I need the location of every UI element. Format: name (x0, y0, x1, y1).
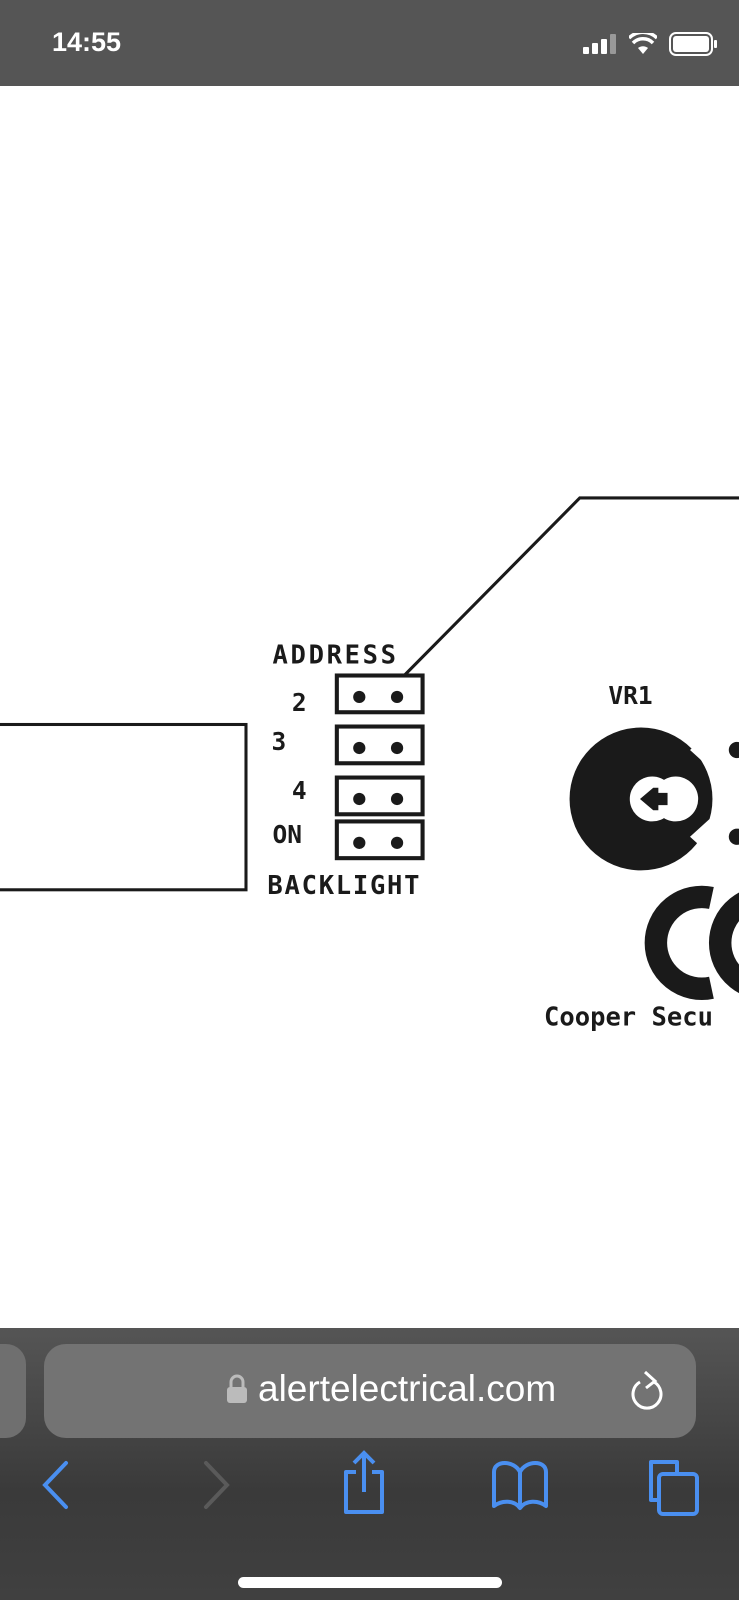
jumper-label-2: 2 (292, 688, 307, 717)
address-bar[interactable]: alertelectrical.com (44, 1344, 696, 1438)
address-label: ADDRESS (273, 640, 397, 670)
clock: 14:55 (52, 27, 122, 57)
lock-icon (227, 1374, 247, 1403)
wifi-icon (629, 33, 657, 54)
jumper-2 (334, 673, 425, 715)
potentiometer-vr1 (569, 727, 739, 871)
bookmarks-button[interactable] (490, 1460, 550, 1512)
jumper-label-4: 4 (292, 776, 307, 805)
vr1-label: VR1 (608, 681, 652, 710)
tabs-button[interactable] (645, 1458, 701, 1516)
previous-tab-preview[interactable] (0, 1344, 26, 1438)
home-indicator[interactable] (238, 1577, 502, 1588)
leader-line (403, 496, 739, 677)
status-bar: 14:55 (0, 0, 739, 86)
jumper-4 (334, 775, 425, 817)
forward-button[interactable] (198, 1460, 232, 1510)
jumper-3 (334, 724, 425, 766)
ce-mark (644, 885, 739, 1000)
display-outline (0, 722, 248, 892)
manufacturer-text: Cooper Secu (544, 1003, 713, 1033)
backlight-label: BACKLIGHT (267, 871, 419, 901)
reload-icon[interactable] (628, 1370, 668, 1414)
jumper-label-3: 3 (272, 727, 287, 756)
jumper-label-on: ON (273, 820, 302, 849)
cellular-signal-icon (583, 34, 616, 54)
browser-toolbar: alertelectrical.com (0, 1328, 739, 1600)
url-text: alertelectrical.com (258, 1368, 557, 1409)
jumper-on (334, 819, 425, 861)
share-button[interactable] (340, 1450, 388, 1514)
battery-icon (669, 32, 717, 56)
back-button[interactable] (40, 1460, 74, 1510)
